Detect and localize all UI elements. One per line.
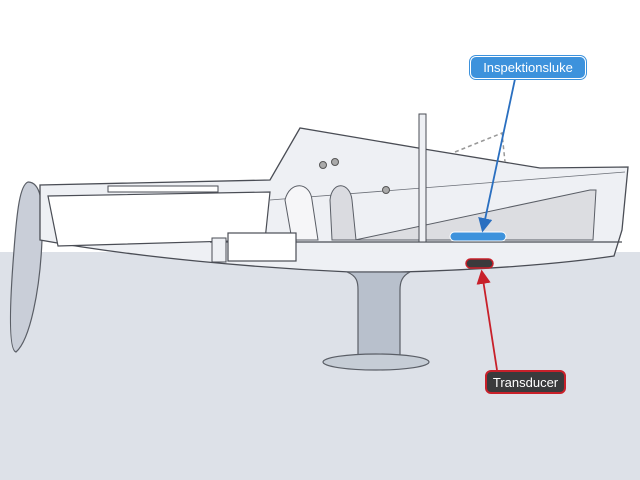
- inspection-hatch-marker: [449, 231, 507, 242]
- hatch-dashed: [454, 131, 506, 163]
- deck-line: [269, 171, 626, 201]
- porthole: [382, 186, 390, 194]
- water-area: [0, 252, 640, 480]
- inspection-hatch-label: Inspektionsluke: [470, 56, 586, 79]
- transducer-arrow: [476, 269, 498, 371]
- engine-support: [211, 237, 227, 263]
- porthole: [319, 161, 327, 169]
- transducer-marker: [465, 258, 494, 269]
- keel-bulb: [322, 353, 430, 371]
- transducer-label: Transducer: [485, 370, 566, 394]
- cockpit-seat: [107, 185, 219, 193]
- engine-box: [227, 232, 297, 262]
- seat-left: [284, 185, 319, 241]
- seat-right: [329, 185, 357, 241]
- forward-berth: [354, 189, 597, 241]
- mast: [418, 113, 427, 243]
- inspection-arrow: [478, 78, 516, 233]
- porthole: [331, 158, 339, 166]
